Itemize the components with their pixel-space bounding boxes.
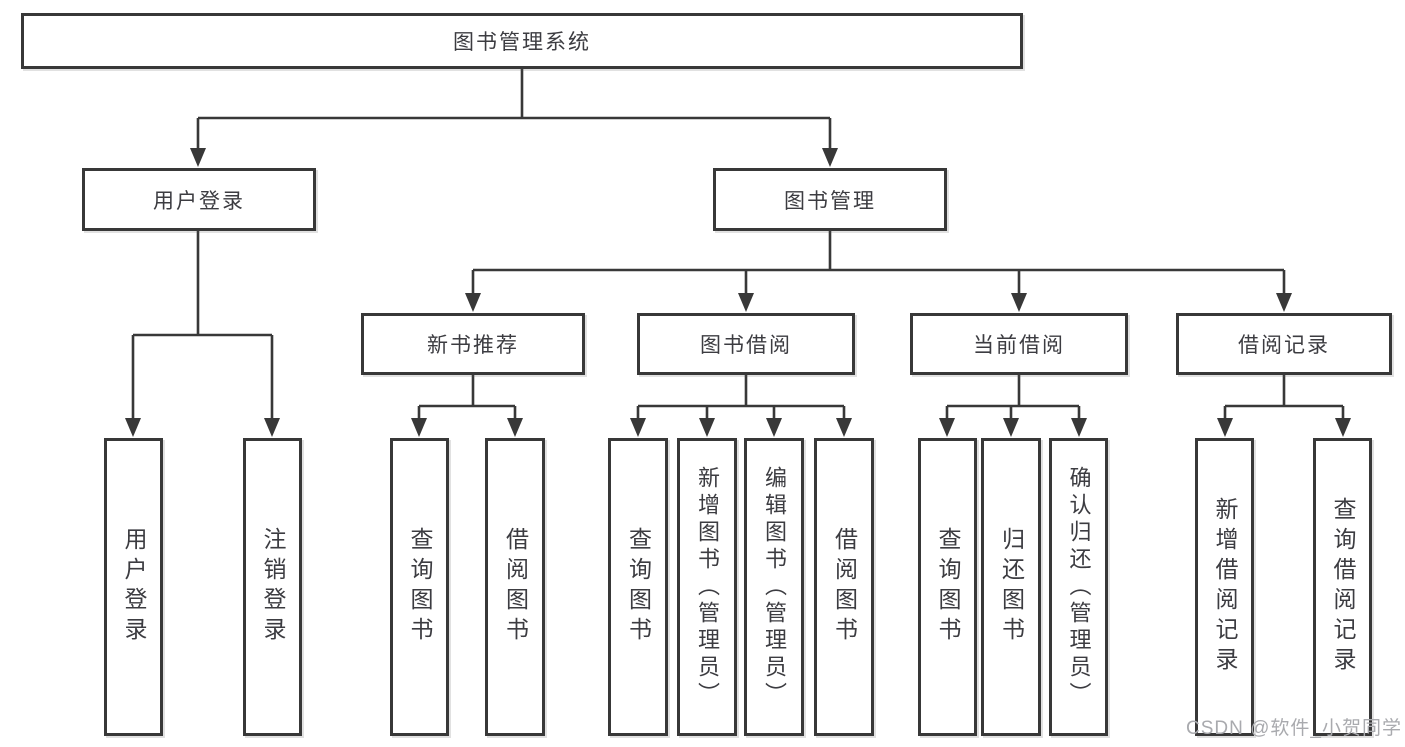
leaf-edit-books-admin: 编辑图书（管理员）: [744, 438, 804, 736]
leaf-query-borrow-record: 查询借阅记录: [1313, 438, 1372, 736]
leaf-borrow-books: 借阅图书: [814, 438, 874, 736]
arrowhead-icon: [125, 148, 1351, 437]
node-book-borrow: 图书借阅: [637, 313, 855, 375]
node-user-login: 用户登录: [82, 168, 316, 231]
leaf-add-borrow-record: 新增借阅记录: [1195, 438, 1254, 736]
leaf-query-books-current: 查询图书: [918, 438, 977, 736]
leaf-borrow-books-recommend: 借阅图书: [485, 438, 545, 736]
leaf-add-books-admin: 新增图书（管理员）: [677, 438, 737, 736]
leaf-query-books-borrow: 查询图书: [608, 438, 668, 736]
leaf-query-books-recommend: 查询图书: [390, 438, 449, 736]
leaf-user-login: 用户登录: [104, 438, 163, 736]
leaf-confirm-return-admin: 确认归还（管理员）: [1049, 438, 1108, 736]
leaf-logout: 注销登录: [243, 438, 302, 736]
node-current-borrow: 当前借阅: [910, 313, 1128, 375]
node-library-management-system: 图书管理系统: [21, 13, 1023, 69]
node-book-management: 图书管理: [713, 168, 947, 231]
node-borrow-records: 借阅记录: [1176, 313, 1392, 375]
node-new-book-recommend: 新书推荐: [361, 313, 585, 375]
leaf-return-books: 归还图书: [981, 438, 1041, 736]
csdn-watermark: CSDN @软件_小贺同学: [1186, 718, 1402, 739]
